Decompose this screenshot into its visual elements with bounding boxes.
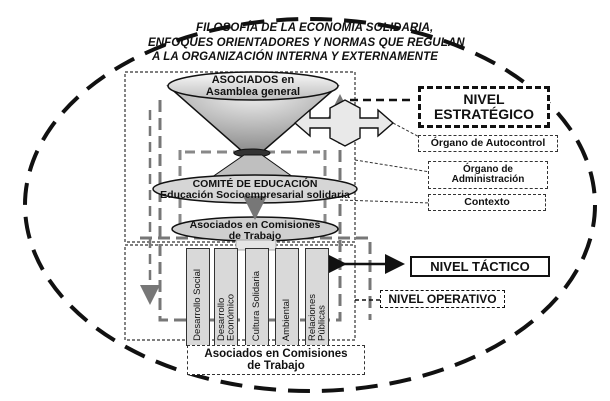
nivel-operativo-box: NIVEL OPERATIVO	[380, 290, 505, 308]
nivel-estrategico-box: NIVEL ESTRATÉGICO	[418, 86, 550, 128]
column-cultura-solidaria: Cultura Solidaria	[245, 248, 269, 346]
autocontrol-box: Órgano de Autocontrol	[418, 135, 558, 152]
column-desarrollo-social: Desarrollo Social	[186, 248, 210, 346]
comite-label: COMITÉ DE EDUCACIÓN Educación Socioempre…	[160, 178, 350, 202]
header-line-1: FILOSOFÍA DE LA ECONOMÍA SOLIDARIA,	[196, 22, 434, 34]
contexto-label: Contexto	[464, 195, 510, 208]
commissions-mid-line-2: de Trabajo	[228, 230, 282, 243]
assembly-funnel-top	[167, 71, 339, 101]
commissions-bottom-line-2: de Trabajo	[247, 360, 305, 372]
column-5-line-2: Públicas	[316, 305, 327, 341]
asamblea-label: ASOCIADOS en Asamblea general	[193, 74, 313, 98]
commissions-mid-label: Asociados en Comisiones de Trabajo	[180, 219, 330, 243]
comite-line-1: COMITÉ DE EDUCACIÓN	[192, 178, 318, 190]
column-desarrollo-economico: Desarrollo Económico	[214, 248, 238, 346]
contexto-box: Contexto	[428, 194, 546, 211]
connector-administracion	[354, 159, 431, 173]
commissions-mid-line-1: Asociados en Comisiones	[189, 219, 321, 231]
nivel-tactico-label: NIVEL TÁCTICO	[430, 258, 530, 274]
connector-contexto	[339, 199, 431, 204]
comite-line-2: Educación Socioempresarial solidaria	[160, 189, 350, 202]
header-line-3: A LA ORGANIZACIÓN INTERNA Y EXTERNAMENTE	[152, 51, 438, 63]
administracion-line-1: Órgano de	[462, 163, 513, 175]
asamblea-line-2: Asamblea general	[205, 85, 301, 98]
outer-boundary-ellipse	[23, 17, 597, 393]
commissions-bottom-line-1: Asociados en Comisiones	[204, 347, 348, 360]
column-4-line-1: Ambiental	[281, 298, 293, 341]
administracion-line-2: Administración	[451, 174, 525, 185]
nivel-operativo-label: NIVEL OPERATIVO	[388, 291, 497, 306]
administracion-box: Órgano de Administración	[428, 161, 548, 189]
nivel-estrategico-line-2: ESTRATÉGICO	[433, 106, 535, 122]
nivel-tactico-box: NIVEL TÁCTICO	[410, 256, 550, 277]
autocontrol-label: Órgano de Autocontrol	[430, 136, 546, 149]
header-line-2: ENFOQUES ORIENTADORES Y NORMAS QUE REGUL…	[148, 37, 465, 49]
column-3-line-1: Cultura Solidaria	[251, 270, 263, 341]
nivel-estrategico-line-1: NIVEL	[463, 91, 505, 108]
column-relaciones-publicas: Relaciones Públicas	[305, 248, 329, 346]
column-2-line-2: Económico	[225, 294, 236, 341]
column-1-line-1: Desarrollo Social	[192, 269, 204, 341]
commissions-bottom-box: Asociados en Comisiones de Trabajo	[187, 345, 365, 375]
column-ambiental: Ambiental	[275, 248, 299, 346]
asamblea-line-1: ASOCIADOS en	[211, 74, 295, 86]
